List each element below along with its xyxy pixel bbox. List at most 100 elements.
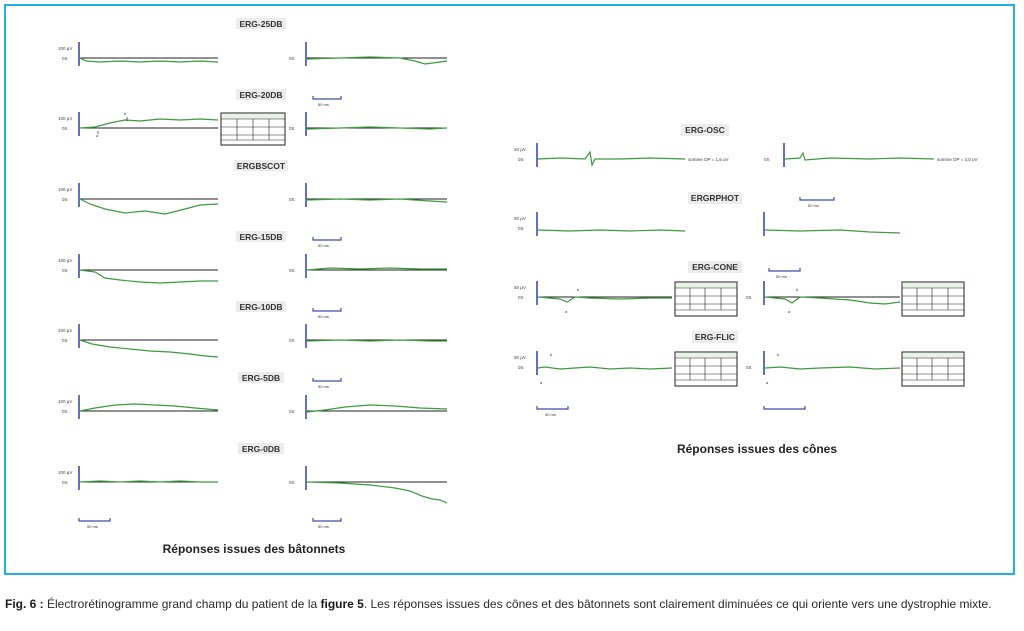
a-wave-marker: a xyxy=(766,380,769,385)
erg-trace xyxy=(764,366,901,370)
erg-trace xyxy=(306,198,448,203)
time-scale-bar xyxy=(312,96,342,100)
zero-label: 0S xyxy=(289,338,295,343)
zero-label: 0S xyxy=(518,295,524,300)
zero-label: 0S xyxy=(62,480,68,485)
erg-trace xyxy=(764,229,901,234)
panel-title: ERG-OSC xyxy=(685,125,725,135)
panel-title: ERG-0DB xyxy=(242,444,280,454)
amplitude-label: 100 µV xyxy=(58,470,72,475)
zero-label: 0S xyxy=(289,268,295,273)
panel-erg-0db: ERG-0DB 100 µV 0S 50 ms 0S 50 ms xyxy=(58,443,448,529)
amplitude-label: 100 µV xyxy=(58,258,72,263)
panel-title-bg xyxy=(236,18,286,29)
panel-ergrphot: ERGRPHOT 50 µV 0S 50 ms xyxy=(514,192,901,279)
measurement-table xyxy=(901,351,965,387)
panel-title: ERGBSCOT xyxy=(237,161,286,171)
erg-figure: ERG-25DB 100 µV 0S 0S 50 ms ERG-20DB 100… xyxy=(58,18,978,556)
erg-trace xyxy=(537,366,673,370)
erg-trace xyxy=(79,403,219,412)
zero-label: 0S xyxy=(518,226,524,231)
zero-label: 0S xyxy=(62,126,68,131)
panel-erg-20db: ERG-20DB 100 µV 0S b a 0S xyxy=(58,89,448,146)
panel-title: ERG-FLIC xyxy=(695,332,735,342)
zero-label: 0S xyxy=(518,157,524,162)
erg-trace xyxy=(306,339,447,342)
erg-trace xyxy=(537,229,686,232)
panel-erg-osc: ERG-OSC 20 µV 0S somme OP = 1,5 uV 0S so… xyxy=(514,124,978,208)
panel-title-bg xyxy=(688,261,742,273)
erg-trace xyxy=(537,296,672,303)
b-wave-marker: b xyxy=(796,287,799,292)
zero-label: 0S xyxy=(289,480,295,485)
erg-trace xyxy=(764,296,901,305)
erg-trace xyxy=(306,267,447,271)
caption-text-2: . Les réponses issues des cônes et des b… xyxy=(363,597,992,611)
b-wave-marker: b xyxy=(777,352,780,357)
caption-figure-ref[interactable]: figure 5 xyxy=(320,597,364,611)
panel-erg-flic: ERG-FLIC 50 µV 0S b a 50 ms 0S b a xyxy=(514,331,965,417)
b-wave-marker: b xyxy=(577,287,580,292)
zero-label: 0S xyxy=(62,197,68,202)
rods-group-label: Réponses issues des bâtonnets xyxy=(163,542,346,556)
panel-title-bg xyxy=(234,160,288,171)
amplitude-label: 100 µV xyxy=(58,116,72,121)
panel-title-bg xyxy=(236,231,286,242)
cones-column: ERG-OSC 20 µV 0S somme OP = 1,5 uV 0S so… xyxy=(514,124,978,456)
panel-title-bg xyxy=(238,372,284,383)
zero-label: 0S xyxy=(289,56,295,61)
erg-trace xyxy=(537,150,686,167)
time-scale-label: 50 ms xyxy=(318,243,329,248)
time-scale-bar xyxy=(312,518,342,522)
time-scale-bar xyxy=(763,406,806,410)
zero-label: 0S xyxy=(764,157,770,162)
erg-trace xyxy=(79,118,219,129)
time-scale-bar xyxy=(312,308,342,312)
time-scale-label: 50 ms xyxy=(87,524,98,529)
time-scale-label: 50 ms xyxy=(776,274,787,279)
panel-title: ERG-10DB xyxy=(240,302,283,312)
b-wave-marker: b xyxy=(550,352,553,357)
panel-erg-10db: ERG-10DB 100 µV 0S 0S 50 ms xyxy=(58,301,447,389)
b-wave-marker: b xyxy=(124,111,127,116)
panel-title-bg xyxy=(238,443,284,454)
amplitude-label: 100 µV xyxy=(58,399,72,404)
op-sum-note: somme OP = 3,0 uV xyxy=(937,157,978,162)
time-scale-label: 50 ms xyxy=(318,384,329,389)
panel-title-bg xyxy=(236,301,286,312)
erg-trace xyxy=(306,481,448,504)
zero-label: 0S xyxy=(62,56,68,61)
panel-title-bg xyxy=(692,331,738,343)
zero-label: 0S xyxy=(746,295,752,300)
panel-title-bg xyxy=(688,192,742,204)
time-scale-label: 50 ms xyxy=(545,412,556,417)
erg-trace xyxy=(306,126,448,130)
panel-erg-cone: ERG-CONE 50 µV 0S b a 0S b a xyxy=(514,261,965,317)
figure-frame xyxy=(4,4,1015,575)
erg-trace xyxy=(79,198,219,215)
erg-trace xyxy=(784,151,935,161)
panel-title: ERG-20DB xyxy=(240,90,283,100)
caption-text-1: Électrorétinogramme grand champ du patie… xyxy=(43,597,321,611)
table-header xyxy=(222,114,284,119)
time-scale-label: 50 ms xyxy=(318,314,329,319)
erg-trace xyxy=(306,404,448,413)
zero-label: 0S xyxy=(62,268,68,273)
rods-column: ERG-25DB 100 µV 0S 0S 50 ms ERG-20DB 100… xyxy=(58,18,448,556)
amplitude-label: 100 µV xyxy=(58,46,72,51)
zero-label: 0S xyxy=(62,409,68,414)
measurement-table xyxy=(674,281,738,317)
zero-label: 0S xyxy=(289,126,295,131)
a-wave-marker: a xyxy=(788,309,791,314)
erg-trace xyxy=(306,56,448,65)
panel-title: ERG-5DB xyxy=(242,373,280,383)
amplitude-label: 100 µV xyxy=(58,328,72,333)
time-scale-bar xyxy=(78,518,111,522)
zero-label: 0S xyxy=(289,409,295,414)
amplitude-label: 50 µV xyxy=(514,285,526,290)
panel-title-bg xyxy=(681,124,729,136)
amplitude-label: 50 µV xyxy=(514,216,526,221)
panel-title: ERG-CONE xyxy=(692,262,738,272)
time-scale-bar xyxy=(536,406,569,410)
figure-caption: Fig. 6 : Électrorétinogramme grand champ… xyxy=(5,597,1017,612)
